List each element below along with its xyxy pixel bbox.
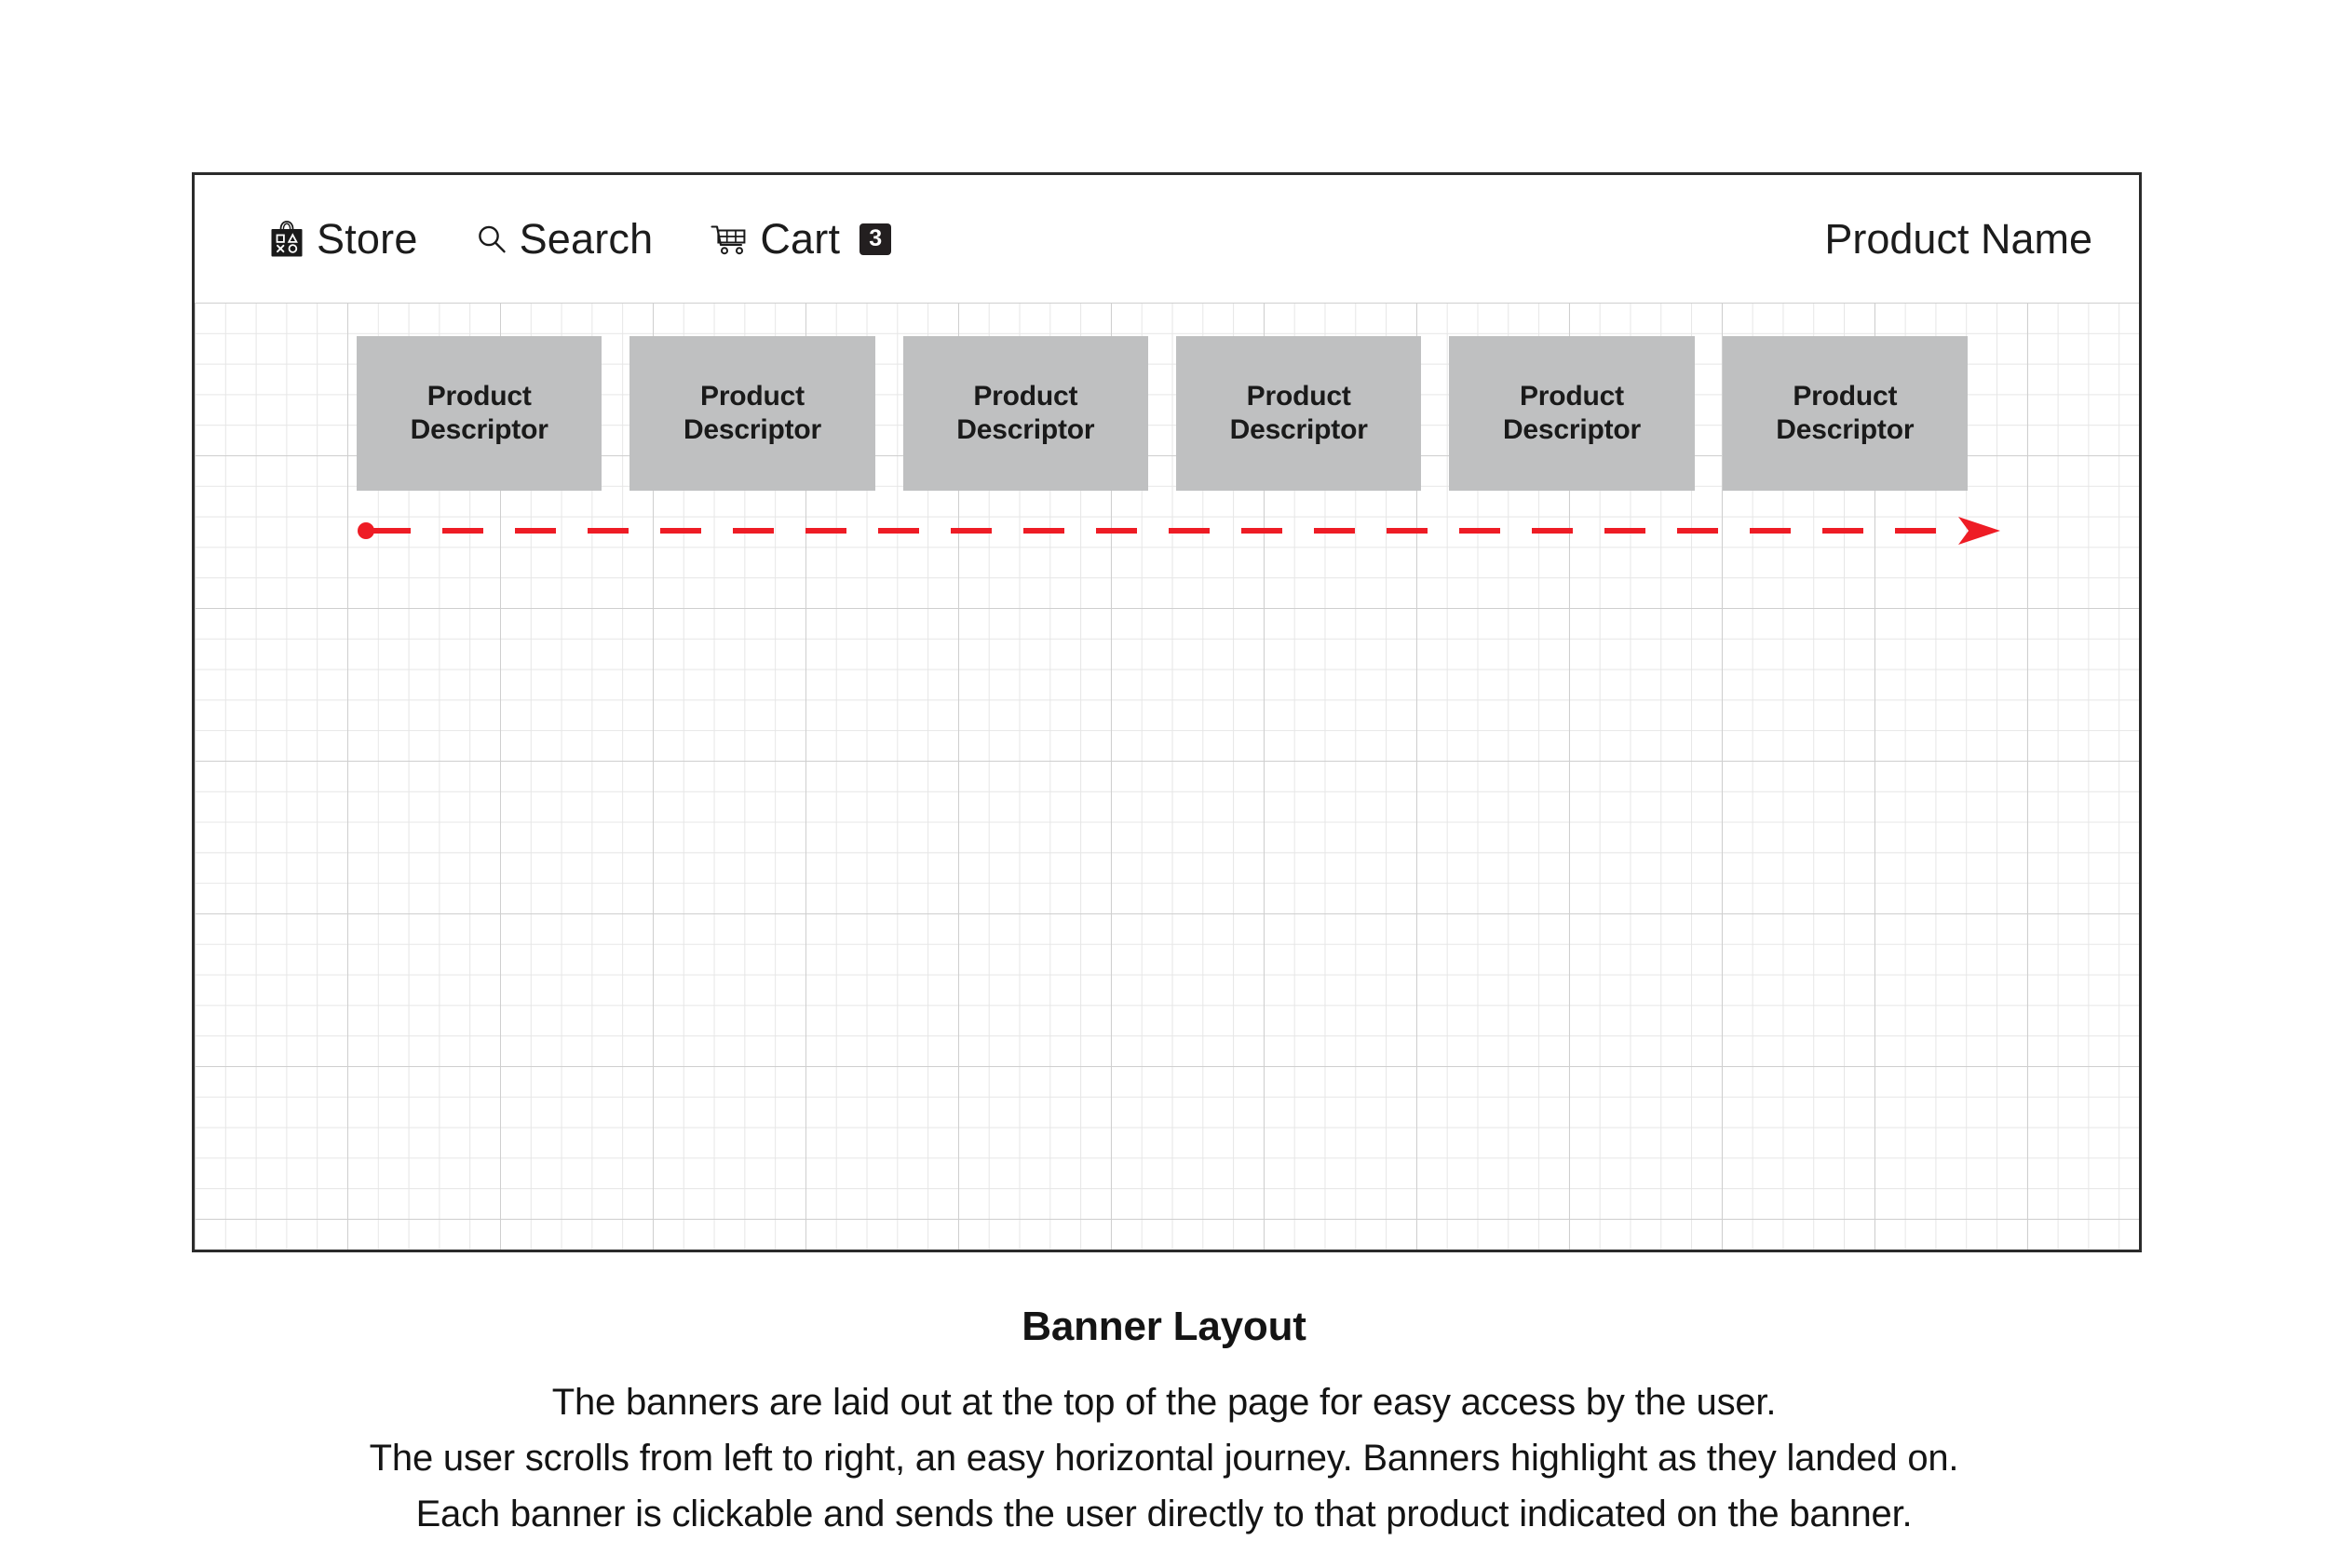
banner-line-1: Product: [1793, 381, 1898, 412]
nav-item-search[interactable]: Search: [476, 218, 654, 260]
banner-carousel[interactable]: Product Descriptor Product Descriptor Pr…: [357, 336, 1968, 491]
banner-line-2: Descriptor: [410, 414, 548, 445]
app-header: Store Search: [195, 175, 2139, 303]
nav-label-cart: Cart: [760, 215, 841, 263]
caption-title: Banner Layout: [1022, 1304, 1306, 1349]
banner-card[interactable]: Product Descriptor: [629, 336, 875, 491]
banner-line-1: Product: [1520, 381, 1624, 412]
nav-item-store[interactable]: Store: [269, 218, 418, 260]
banner-line-2: Descriptor: [956, 414, 1095, 445]
caption-line: The user scrolls from left to right, an …: [369, 1438, 1959, 1479]
banner-line-1: Product: [1246, 381, 1351, 412]
caption-line: The banners are laid out at the top of t…: [551, 1382, 1777, 1423]
nav-label-store: Store: [317, 215, 418, 263]
caption-block: Banner Layout The banners are laid out a…: [0, 1304, 2328, 1542]
banner-card[interactable]: Product Descriptor: [1722, 336, 1968, 491]
banner-line-2: Descriptor: [1776, 414, 1915, 445]
search-icon: [476, 223, 508, 255]
scroll-direction-arrow-icon: [358, 517, 2000, 545]
caption-line: Each banner is clickable and sends the u…: [415, 1494, 1913, 1534]
wireframe-grid-canvas: Product Descriptor Product Descriptor Pr…: [195, 303, 2139, 1250]
store-bag-icon: [269, 220, 305, 258]
nav-label-search: Search: [519, 215, 654, 263]
banner-card[interactable]: Product Descriptor: [1175, 336, 1422, 491]
banner-card[interactable]: Product Descriptor: [357, 336, 602, 491]
banner-card[interactable]: Product Descriptor: [1449, 336, 1695, 491]
banner-line-1: Product: [700, 381, 805, 412]
banner-line-2: Descriptor: [1229, 414, 1368, 445]
wireframe-frame: Store Search: [192, 172, 2142, 1252]
product-name-title: Product Name: [1824, 214, 2092, 263]
banner-line-1: Product: [426, 381, 532, 412]
banner-line-2: Descriptor: [1502, 414, 1641, 445]
primary-nav: Store Search: [269, 215, 892, 263]
banner-line-1: Product: [973, 381, 1078, 412]
cart-icon: [711, 223, 748, 255]
banner-line-2: Descriptor: [683, 414, 822, 445]
banner-card[interactable]: Product Descriptor: [902, 336, 1148, 491]
cart-count-badge: 3: [859, 223, 892, 255]
nav-item-cart[interactable]: Cart 3: [711, 215, 892, 263]
